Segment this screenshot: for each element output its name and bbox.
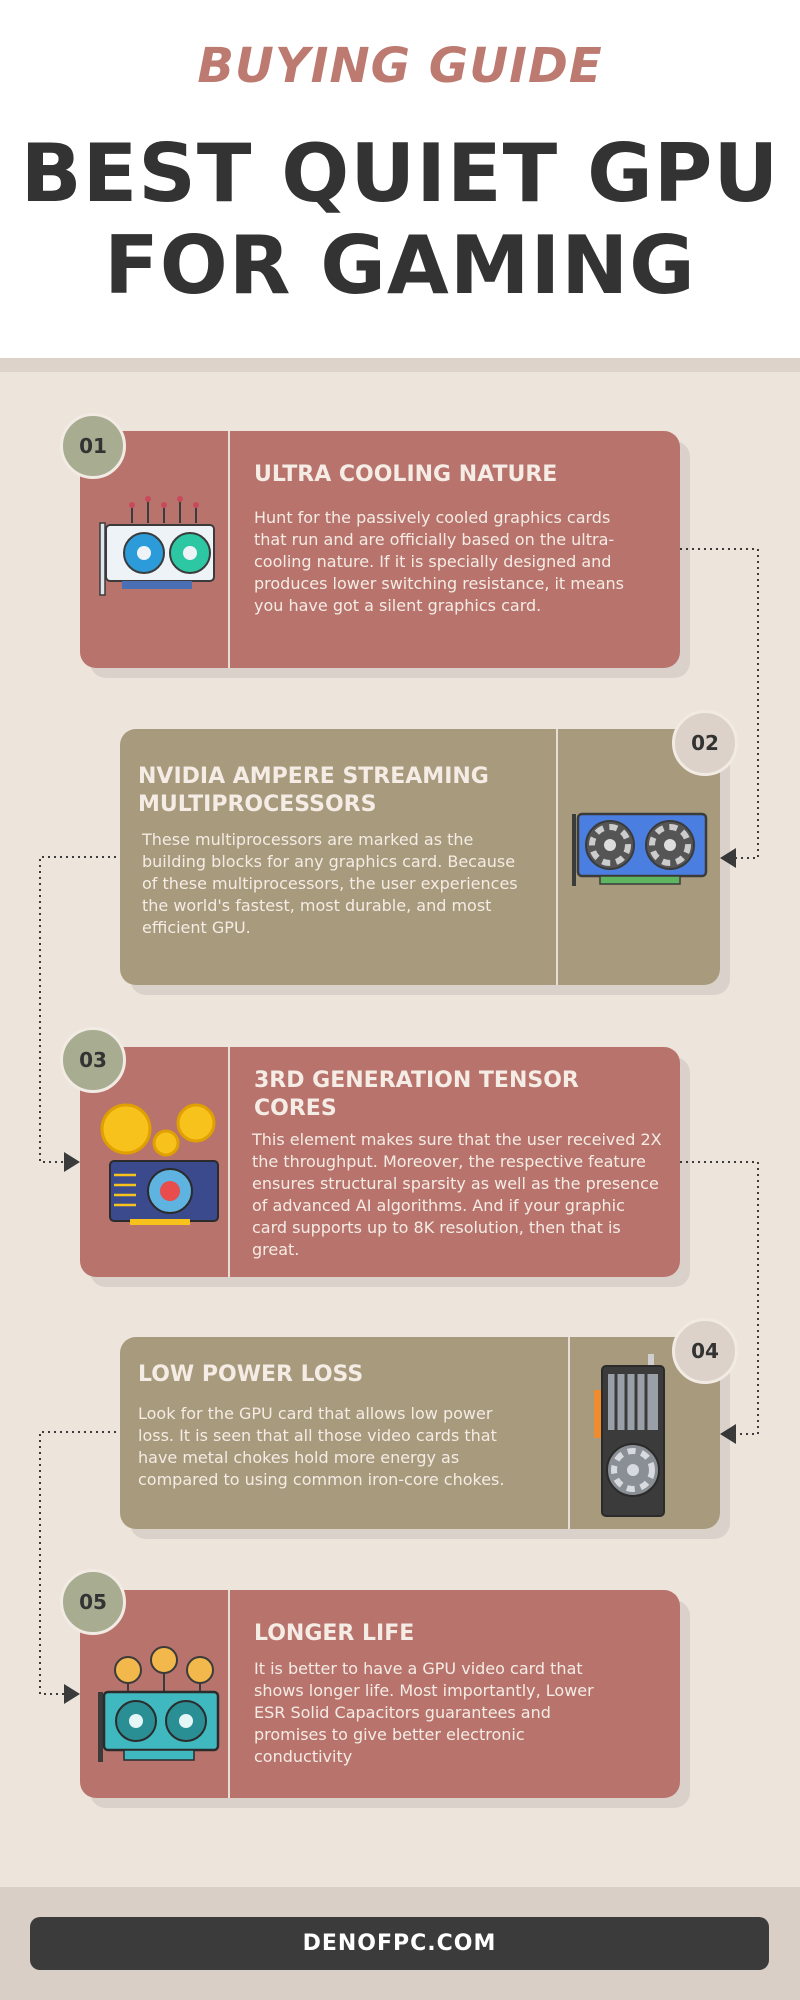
connector-4-5 [39, 1431, 116, 1695]
vertical-graphics-card-icon [594, 1354, 665, 1517]
step-description: These multiprocessors are marked as the … [142, 830, 518, 937]
step-title: NVIDIA AMPERE STREAMING MULTIPROCESSORS [138, 764, 489, 817]
header: BUYING GUIDE BEST QUIET GPU FOR GAMING [0, 0, 800, 358]
header-band [0, 358, 800, 372]
arrow-into-step-3 [64, 1152, 80, 1172]
step-number-badge: 01 [60, 413, 126, 479]
arrow-into-step-4 [720, 1424, 736, 1444]
card-divider [228, 1590, 230, 1798]
step-number-badge: 05 [60, 1569, 126, 1635]
step-number-badge: 04 [672, 1318, 738, 1384]
step-title: 3RD GENERATION TENSOR CORES [254, 1068, 579, 1121]
footer-site-link[interactable]: DENOFPC.COM [30, 1917, 769, 1970]
title-line-1: BEST QUIET GPU [20, 127, 780, 220]
step-number-badge: 02 [672, 710, 738, 776]
step-number: 02 [691, 731, 719, 755]
card-divider [556, 729, 558, 985]
step-description: Look for the GPU card that allows low po… [138, 1404, 505, 1489]
footer-site-label: DENOFPC.COM [302, 1931, 497, 1956]
step-number-badge: 03 [60, 1027, 126, 1093]
card-divider [568, 1337, 570, 1529]
header-kicker: BUYING GUIDE [197, 38, 603, 94]
graphics-card-twin-fan-icon [99, 496, 215, 596]
step-card-1: ULTRA COOLING NATURE Hunt for the passiv… [80, 431, 680, 668]
gpu-chip-coins-icon [100, 1103, 219, 1225]
arrow-into-step-2 [720, 848, 736, 868]
step-number: 03 [79, 1048, 107, 1072]
step-number: 05 [79, 1590, 107, 1614]
page-title: BEST QUIET GPU FOR GAMING [0, 128, 800, 312]
card-divider [228, 431, 230, 668]
step-description: This element makes sure that the user re… [252, 1130, 662, 1259]
step-number: 04 [691, 1339, 719, 1363]
step-title: LOW POWER LOSS [138, 1362, 364, 1387]
card-divider [228, 1047, 230, 1277]
step-description: It is better to have a GPU video card th… [254, 1659, 594, 1766]
step-card-5: LONGER LIFE It is better to have a GPU v… [80, 1590, 680, 1798]
teal-graphics-card-coins-icon [98, 1646, 220, 1762]
step-title: ULTRA COOLING NATURE [254, 462, 558, 487]
connector-2-3 [39, 856, 116, 1163]
step-number: 01 [79, 434, 107, 458]
step-description: Hunt for the passively cooled graphics c… [254, 508, 624, 615]
step-title: LONGER LIFE [254, 1621, 415, 1646]
blue-graphics-card-icon [572, 812, 708, 886]
title-line-2: FOR GAMING [104, 219, 696, 312]
connector-1-2 [680, 548, 759, 859]
arrow-into-step-5 [64, 1684, 80, 1704]
